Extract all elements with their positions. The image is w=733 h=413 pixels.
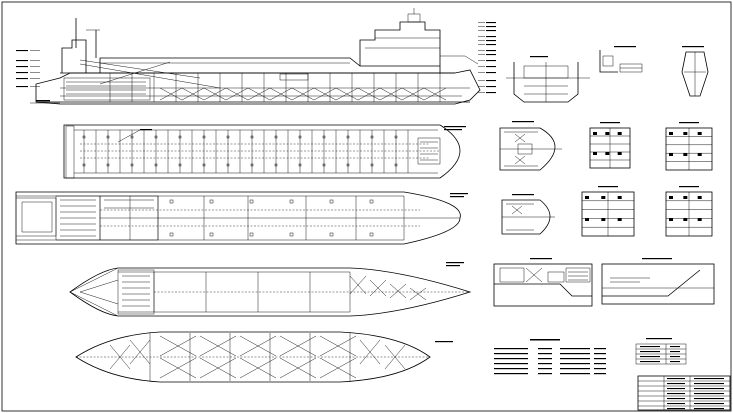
- deck-fitting: [394, 135, 398, 139]
- deck-fitting: [202, 163, 206, 167]
- fwd-deck-detail-2: [501, 194, 555, 235]
- deck-fitting: [226, 135, 230, 139]
- deck-fitting: [82, 163, 86, 167]
- deck-fitting: [322, 135, 326, 139]
- particulars-table: [494, 339, 606, 375]
- deck-fitting: [178, 135, 182, 139]
- dim-label-mark: [486, 50, 496, 52]
- deck-fitting: [169, 199, 174, 204]
- detail-section-b: [681, 46, 709, 97]
- deck-fitting: [298, 163, 302, 167]
- section-detail: [665, 186, 713, 237]
- deck-fitting: [209, 199, 214, 204]
- dim-label-mark: [16, 66, 28, 68]
- section-detail: [589, 122, 631, 169]
- dim-label-mark: [486, 30, 496, 32]
- revision-table: [635, 338, 687, 365]
- deck-fitting: [154, 135, 158, 139]
- dim-label-mark: [16, 78, 28, 80]
- deck-plan-1: [63, 124, 466, 179]
- dim-label-mark: [16, 86, 28, 88]
- bottom-braces: [109, 333, 406, 381]
- deck-fitting: [154, 163, 158, 167]
- section-detail: [581, 186, 635, 237]
- dim-label-mark: [486, 44, 496, 46]
- deck-fitting: [178, 163, 182, 167]
- section-details: [581, 122, 713, 237]
- detail-section-a: [599, 46, 643, 73]
- dim-label-mark: [16, 60, 28, 62]
- deck3-grid: [153, 272, 470, 312]
- deck-fitting: [106, 163, 110, 167]
- deck-fitting: [369, 199, 374, 204]
- bottom-plan: [75, 331, 453, 383]
- deck-fitting: [329, 232, 334, 237]
- profile-right-dims: [478, 22, 496, 94]
- deck-fitting: [249, 232, 254, 237]
- deck1-grid: [82, 130, 409, 173]
- deck-fitting: [394, 163, 398, 167]
- deck3-braces: [349, 275, 427, 301]
- dim-label-mark: [16, 50, 28, 52]
- deck-fitting: [226, 163, 230, 167]
- deck-fitting: [106, 135, 110, 139]
- profile-bulkheads: [109, 73, 441, 102]
- deck-fitting: [250, 163, 254, 167]
- dim-label-mark: [486, 86, 496, 88]
- deck-plan-3: [69, 262, 472, 317]
- deck-fitting: [209, 232, 214, 237]
- fwd-deck-detail-1: [499, 121, 562, 171]
- deck-plan-2: [15, 191, 468, 245]
- dim-label-mark: [486, 66, 496, 68]
- deck-fitting: [298, 135, 302, 139]
- deck-fitting: [250, 135, 254, 139]
- deck-fitting: [130, 135, 134, 139]
- dim-label-mark: [486, 80, 496, 82]
- section-detail: [665, 122, 713, 171]
- deck-fitting: [346, 135, 350, 139]
- deck-fitting: [329, 199, 334, 204]
- deck-fitting: [289, 199, 294, 204]
- hull-section-detail: [601, 258, 715, 305]
- deck-fitting: [322, 163, 326, 167]
- deck-fitting: [202, 135, 206, 139]
- deck-fitting: [289, 232, 294, 237]
- profile-view: [16, 8, 496, 105]
- deck-fitting: [130, 163, 134, 167]
- deck-fitting: [369, 232, 374, 237]
- deck-fitting: [82, 135, 86, 139]
- profile-braces: [159, 87, 447, 101]
- deck-fitting: [169, 232, 174, 237]
- deck-fitting: [274, 135, 278, 139]
- deck-fitting: [274, 163, 278, 167]
- dim-label-mark: [486, 36, 496, 38]
- deck-fitting: [249, 199, 254, 204]
- deck-fitting: [370, 163, 374, 167]
- dim-label-mark: [486, 40, 496, 42]
- profile-left-dims: [16, 50, 40, 88]
- dim-label-mark: [486, 22, 496, 24]
- dim-label-mark: [486, 72, 496, 74]
- dim-label-mark: [486, 26, 496, 28]
- dim-label-mark: [16, 72, 28, 74]
- dim-label-mark: [486, 54, 496, 56]
- title-block: [637, 375, 731, 411]
- deck-fitting: [346, 163, 350, 167]
- dim-label-mark: [486, 92, 496, 94]
- lower-profile-detail: [493, 258, 593, 307]
- deck-fitting: [370, 135, 374, 139]
- midship-section: [506, 56, 590, 103]
- dim-label-mark: [486, 60, 496, 62]
